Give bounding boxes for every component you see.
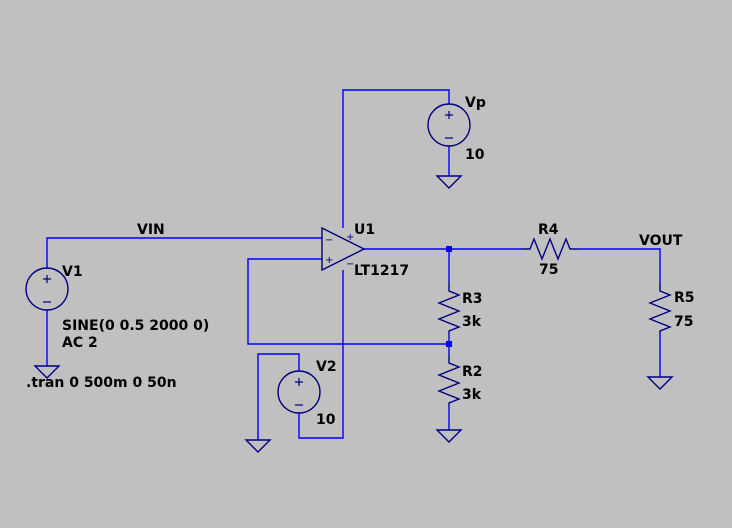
opamp-u1[interactable]: − + + −	[321, 226, 366, 272]
source-v2-value-label: 10	[316, 412, 336, 428]
resistor-r4-ref-label: R4	[538, 222, 559, 238]
wire-vout[interactable]	[578, 248, 661, 283]
wires	[46, 89, 661, 440]
opamp-ref-label: U1	[354, 222, 375, 238]
source-v1-plus-icon	[43, 275, 51, 283]
source-v1-value-label: SINE(0 0.5 2000 0)	[62, 318, 209, 334]
wire-feedback[interactable]	[247, 258, 449, 345]
junction-feedback	[446, 341, 452, 347]
wire-vp-supply[interactable]	[342, 89, 450, 228]
resistor-r4[interactable]	[522, 237, 578, 261]
ground-v1-icon	[33, 365, 61, 379]
ground-r2-icon	[435, 429, 463, 443]
opamp-vplus-symbol: +	[346, 232, 354, 243]
source-v1-ref-label: V1	[62, 264, 83, 280]
source-v1-circle	[25, 267, 69, 311]
opamp-model-label: LT1217	[354, 263, 409, 279]
resistor-r3-value-label: 3k	[462, 314, 482, 330]
ground-v2-icon	[244, 439, 272, 453]
source-vp-plus-icon	[445, 111, 453, 119]
spice-directive[interactable]: .tran 0 500m 0 50n	[26, 375, 177, 391]
opamp-vminus-symbol: −	[346, 259, 354, 270]
wire-v2-supply[interactable]	[298, 270, 344, 439]
wire-v2-ground[interactable]	[257, 353, 300, 440]
source-vp-value-label: 10	[465, 147, 485, 163]
junction-output	[446, 246, 452, 252]
resistor-r4-value-label: 75	[539, 262, 558, 278]
source-vp-ref-label: Vp	[465, 95, 486, 111]
resistor-r2-value-label: 3k	[462, 387, 482, 403]
source-v2-circle	[277, 370, 321, 414]
net-label-vout: VOUT	[639, 233, 683, 249]
resistor-r5-value-label: 75	[674, 314, 693, 330]
resistor-r3[interactable]	[437, 283, 461, 333]
resistor-r5-ref-label: R5	[674, 290, 695, 306]
wire-vin[interactable]	[46, 237, 322, 268]
source-v2-ref-label: V2	[316, 359, 337, 375]
resistor-r3-ref-label: R3	[462, 291, 483, 307]
resistor-r2[interactable]	[437, 355, 461, 405]
opamp-triangle	[321, 226, 366, 272]
source-v1[interactable]	[25, 267, 69, 311]
resistor-r5[interactable]	[648, 283, 672, 333]
net-label-vin: VIN	[137, 222, 165, 238]
source-vp-circle	[427, 103, 471, 147]
source-v2[interactable]	[277, 370, 321, 414]
source-v2-plus-icon	[295, 378, 303, 386]
opamp-plus-symbol: +	[325, 255, 333, 266]
source-v1-ac-label: AC 2	[62, 335, 98, 351]
opamp-minus-symbol: −	[325, 235, 333, 246]
source-vp[interactable]	[427, 103, 471, 147]
resistor-r2-ref-label: R2	[462, 364, 483, 380]
ground-vp-icon	[435, 175, 463, 189]
ground-r5-icon	[646, 376, 674, 390]
